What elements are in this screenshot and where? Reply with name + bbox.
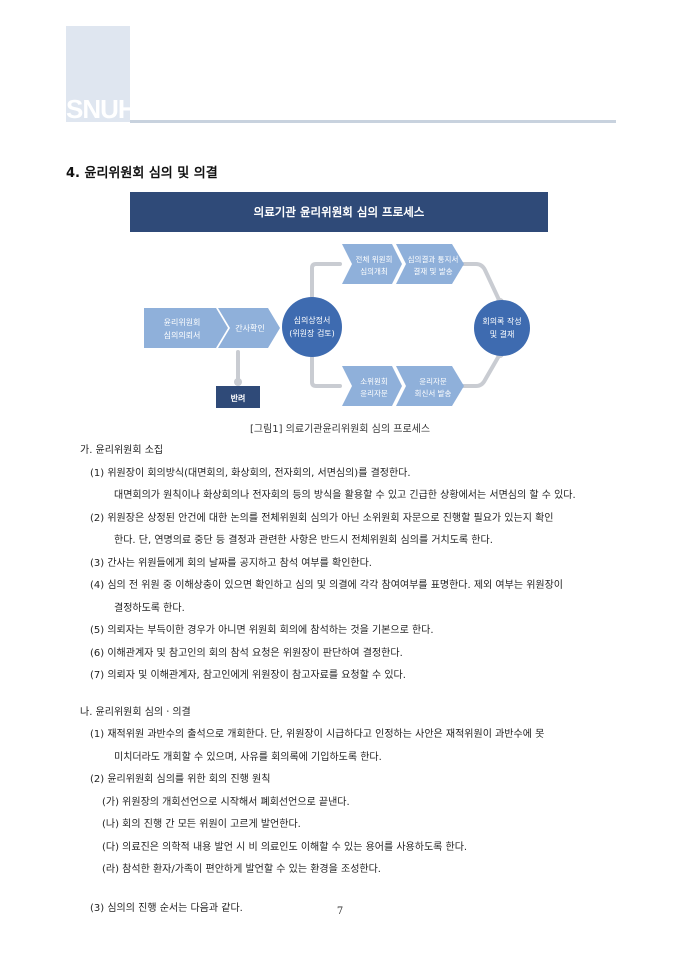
section-title: 4. 윤리위원회 심의 및 의결	[66, 166, 218, 181]
node-chair	[282, 297, 342, 357]
node-request-line2: 심의의뢰서	[164, 330, 201, 340]
connector-lines	[236, 262, 502, 388]
snuh-logo: SNUH	[66, 94, 137, 124]
node-sub-committee	[342, 366, 402, 406]
node-full-meeting-line2: 심의개최	[360, 266, 388, 276]
subsection-a-title: 가. 윤리위원회 소집	[80, 445, 164, 456]
node-secretary	[218, 308, 280, 348]
node-sub-reply-line1: 윤리자문	[419, 377, 447, 386]
paragraph-line: (1) 재적위원 과반수의 출석으로 개회한다. 단, 위원장이 시급하다고 인…	[90, 729, 545, 740]
paragraph-line: (나) 회의 진행 간 모든 위원이 고르게 발언한다.	[102, 819, 301, 830]
paragraph-line: (3) 심의의 진행 순서는 다음과 같다.	[90, 902, 243, 914]
paragraph-line: (7) 의뢰자 및 이해관계자, 참고인에게 위원장이 참고자료를 요청할 수 …	[90, 670, 406, 681]
paragraph-line: (가) 위원장의 개회선언으로 시작해서 폐회선언으로 끝낸다.	[102, 796, 350, 808]
subsection-b-title: 나. 윤리위원회 심의ㆍ의결	[80, 706, 191, 718]
figure-caption: [그림1] 의료기관윤리위원회 심의 프로세스	[249, 424, 431, 435]
paragraph-line: 한다. 단, 연명의료 중단 등 결정과 관련한 사항은 반드시 전체위원회 심…	[114, 535, 493, 546]
node-full-meeting-line1: 전체 위원회	[356, 254, 393, 264]
node-minutes-line2: 및 결재	[490, 329, 515, 339]
node-full-meeting	[342, 244, 402, 284]
logo-block	[66, 26, 130, 122]
paragraph-line: (2) 윤리위원회 심의를 위한 회의 진행 원칙	[90, 774, 271, 785]
paragraph-line: 대면회의가 원칙이나 화상회의나 전자회의 등의 방식을 활용할 수 있고 긴급…	[114, 490, 576, 501]
process-diagram: 의료기관 윤리위원회 심의 프로세스 윤리위원회 심의의뢰서 간사확인 심의상정…	[130, 192, 548, 418]
node-reject-label: 반려	[231, 393, 246, 403]
header-rule	[130, 120, 616, 123]
paragraph-line: (5) 의뢰자는 부득이한 경우가 아니면 위원회 회의에 참석하는 것을 기본…	[90, 625, 434, 636]
connector-up-right	[446, 262, 502, 304]
paragraph-line: (6) 이해관계자 및 참고인의 회의 참석 요청은 위원장이 판단하여 결정한…	[90, 647, 403, 659]
node-secretary-label: 간사확인	[235, 323, 264, 333]
node-sub-reply-line2: 회신서 발송	[415, 389, 452, 398]
body-text: 가. 윤리위원회 소집 (1) 위원장이 회의방식(대면회의, 화상회의, 전자…	[80, 440, 620, 920]
node-sub-reply	[396, 366, 464, 406]
node-request	[144, 308, 228, 348]
connector-down	[310, 350, 342, 388]
paragraph-line: 미치더라도 개회할 수 있으며, 사유를 회의록에 기입하도록 한다.	[114, 751, 382, 763]
paragraph-line: (4) 심의 전 위원 중 이해상충이 있으면 확인하고 심의 및 의결에 각각…	[90, 580, 564, 591]
node-minutes-line1: 회의록 작성	[482, 316, 521, 326]
diagram-title: 의료기관 윤리위원회 심의 프로세스	[130, 192, 548, 232]
node-chair-line1: 심의상정서	[294, 315, 331, 325]
node-request-line1: 윤리위원회	[164, 318, 201, 327]
connector-up	[310, 262, 342, 304]
paragraph-line: (라) 참석한 환자/가족이 편안하게 발언할 수 있는 환경을 조성한다.	[102, 864, 381, 875]
node-minutes	[474, 300, 530, 356]
paragraph-line: 결정하도록 한다.	[114, 602, 185, 614]
paragraph-line: (3) 간사는 위원들에게 회의 날짜를 공지하고 참석 여부를 확인한다.	[90, 557, 372, 569]
page-number: 7	[336, 906, 344, 917]
paragraph-line: (1) 위원장이 회의방식(대면회의, 화상회의, 전자회의, 서면심의)를 결…	[90, 467, 411, 479]
process-flow-svg: 윤리위원회 심의의뢰서 간사확인 심의상정서 (위원장 검토) 전체 위원회 심…	[144, 244, 530, 408]
node-full-notice	[396, 244, 464, 284]
node-reject	[216, 386, 260, 408]
paragraph-line: (다) 의료진은 의학적 내용 발언 시 비 의료인도 이해할 수 있는 용어를…	[102, 841, 468, 853]
paragraph-line: (2) 위원장은 상정된 안건에 대한 논의를 전체위원회 심의가 아닌 소위원…	[90, 512, 554, 524]
node-sub-committee-line2: 윤리자문	[360, 389, 388, 398]
node-full-notice-line2: 결재 및 발송	[413, 266, 452, 276]
node-chair-line2: (위원장 검토)	[289, 328, 335, 338]
node-sub-committee-line1: 소위원회	[360, 377, 388, 386]
connector-down-right	[446, 352, 502, 388]
node-full-notice-line1: 심의결과 통지서	[408, 254, 459, 264]
connector-dot	[234, 378, 242, 386]
